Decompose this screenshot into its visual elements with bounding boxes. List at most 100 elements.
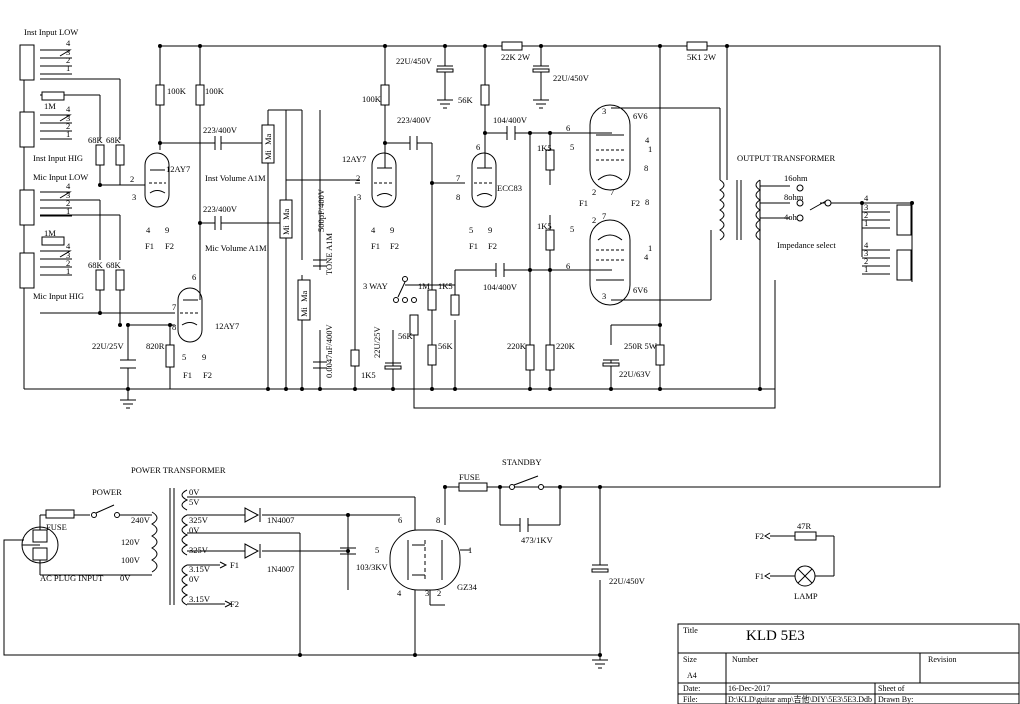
input-jack-inst-hig: 4 3 2 1 [19,104,72,148]
label-ohm: 4ohm [784,212,804,222]
label-power: POWER [92,487,122,497]
tube-name: 6V6 [633,285,648,295]
title-block-header: Revision [928,655,956,664]
resistor-100k [380,84,390,106]
pin-label: 4 [397,588,402,598]
resistor-1k5 [450,294,460,316]
label-resistor: 56K [438,341,454,351]
resistor-220k [545,344,555,371]
jack-pin: 3 [66,47,70,57]
ground-symbol [120,399,136,409]
label-cap: 473/1KV [521,535,554,545]
output-jack-2: 4 3 2 1 [862,240,912,281]
label-voltage: 120V [121,537,141,547]
junction-dots [98,44,914,657]
label-cap: 103/3KV [356,562,389,572]
ground-symbol [533,99,549,109]
pin-label: F2 [390,241,399,251]
ground-symbol [437,99,453,109]
pin-label: 3 [132,192,136,202]
jack-pin: 3 [864,202,868,212]
fuse-b-plus [458,482,488,492]
title-block-drawn: Drawn By: [878,695,913,704]
input-jack-mic-hig: 4 3 2 1 [19,241,72,289]
jack-pin: 1 [864,264,868,274]
label-inst-volume: Inst Volume A1M [205,173,266,183]
fuse-mains [45,509,75,519]
pin-label: 1 [648,144,652,154]
label-voltage: 325V [189,545,209,555]
label-diode: 1N4007 [267,564,294,574]
label-resistor: 820R [146,341,165,351]
resistor-5k1-2w [686,41,708,51]
jack-pin: 4 [864,193,869,203]
label-cap: 223/400V [203,204,238,214]
title-block-sheet: Sheet of [878,684,905,693]
label-voltage: 0V [120,573,131,583]
label-tone: TONE A1M [324,232,334,275]
label-resistor: 1K5 [537,221,552,231]
resistor-100k [195,84,205,106]
jack-pin: 1 [864,218,868,228]
label-standby: STANDBY [502,457,541,467]
resistor-68k [115,144,125,166]
pin-label: F2 [631,198,640,208]
jack-pin: 2 [864,210,868,220]
power-switch [91,504,120,518]
pin-label: 7 [602,211,606,221]
pin-label: 6 [476,142,480,152]
pin-label: 8 [645,197,649,207]
label-mic-input-hig: Mic Input HIG [33,291,84,301]
label-cap: 223/400V [397,115,432,125]
label-resistor: 220K [507,341,527,351]
tube-v1-12ay7: 2 3 4 9 F1 F2 12AY7 [130,152,190,251]
label-heater: F2 [230,599,239,609]
pin-label: 5 [375,545,379,555]
ground-symbol [592,659,608,669]
power-transformer: 240V 120V 100V 0V 5V 325V 0V 325V 3.15V … [121,487,239,609]
label-resistor: 1M [44,101,56,111]
pin-label: 8 [456,192,460,202]
pot-label: Mi [299,306,309,317]
resistor-56k [427,344,437,366]
resistor-1k5 [350,349,360,367]
tube-6v6-top: 6 5 3 2 7 4 1 8 8 F1 F2 6V6 [566,104,652,208]
label-resistor: 1K5 [537,143,552,153]
label-mic-volume: Mic Volume A1M [205,243,267,253]
resistor-1k5 [545,229,555,251]
pin-label: F2 [203,370,212,380]
resistor-1m [427,289,437,311]
label-resistor: 220K [556,341,576,351]
jack-pin: 1 [66,63,70,73]
label-inst-input-hig: Inst Input HIG [33,153,83,163]
wires [3,45,941,660]
pin-label: 3 [357,192,361,202]
jack-pin: 4 [66,241,71,251]
jack-pin: 4 [66,104,71,114]
pot-inst-volume: Mi Ma [254,124,275,164]
label-cap: 22U/450V [553,73,590,83]
jack-pin: 3 [66,250,70,260]
input-jack-mic-low: 4 3 2 1 [19,181,72,226]
jack-pin: 2 [66,121,70,131]
pin-label: 6 [398,515,402,525]
pot-label: Mi [281,224,291,235]
label-voltage: 325V [189,515,209,525]
label-voltage: 100V [121,555,141,565]
resistor-22k-2w [501,41,523,51]
label-voltage: 5V [189,497,200,507]
title-block-file: D:\KLD\guitar amp\吉他\DIY\5E3\5E3.Ddb [728,694,872,704]
jack-pin: 4 [66,181,71,191]
resistor-250r-5w [655,344,665,366]
label-cap: 22U/25V [372,326,382,359]
label-resistor: 68K [88,135,104,145]
pin-label: 2 [592,215,596,225]
pin-label: 4 [645,135,650,145]
label-cap: 22U/450V [609,576,646,586]
ac-plug-input [21,526,59,564]
pin-label: 7 [456,173,460,183]
title-block-date: 16-Dec-2017 [728,684,770,693]
title-block-header: Number [732,655,759,664]
pin-label: 8 [644,163,648,173]
label-cap: 104/400V [493,115,528,125]
